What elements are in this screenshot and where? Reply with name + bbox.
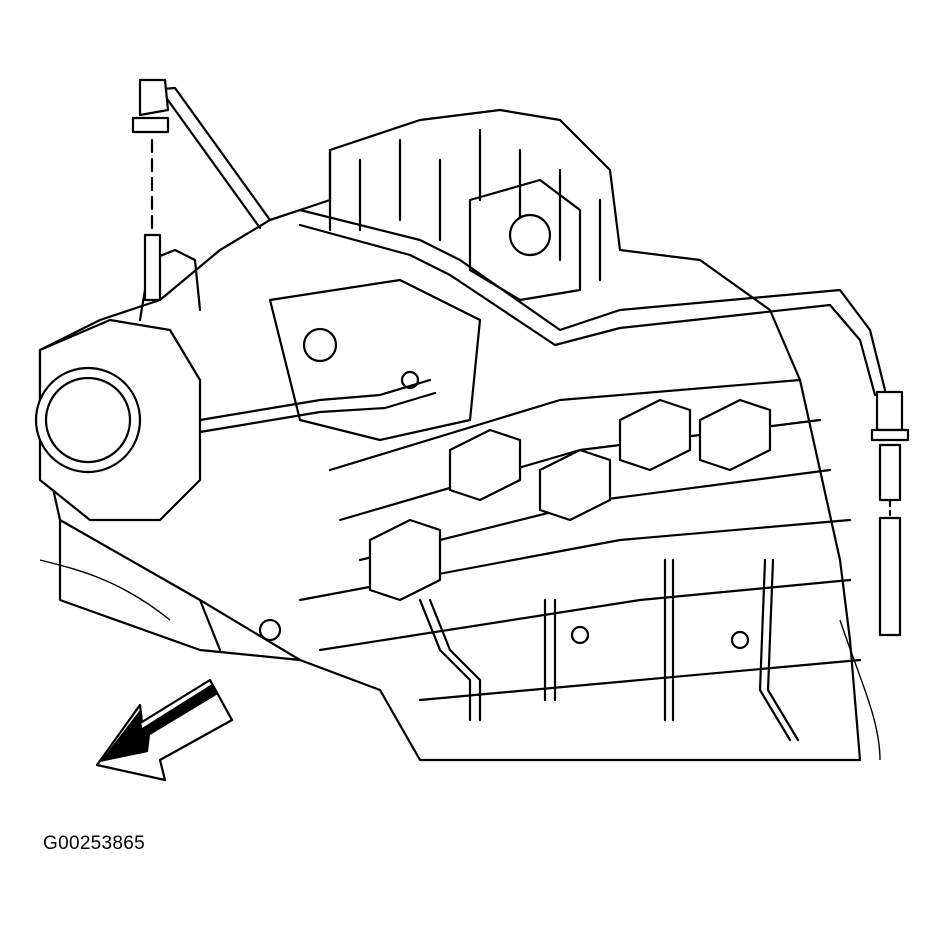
vacuum-hose (131, 78, 910, 637)
throttle-body (34, 248, 202, 522)
fuel-rail (198, 378, 437, 434)
figure-id-label: G00253865 (43, 833, 146, 854)
ignition-coils (368, 398, 800, 742)
front-direction-arrow-icon (95, 678, 234, 782)
engine-block (38, 108, 862, 762)
wiring (39, 559, 881, 761)
